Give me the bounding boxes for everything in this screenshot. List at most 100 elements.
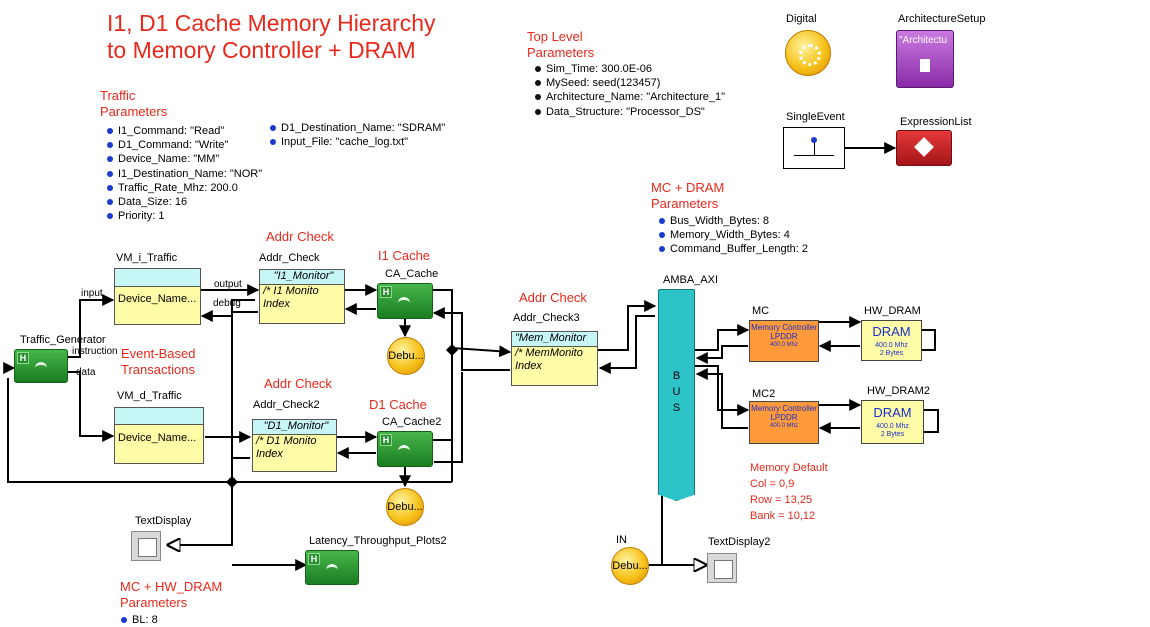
block-header (115, 408, 203, 425)
in-label: IN (616, 534, 627, 546)
amba-bus-block[interactable]: B U S (658, 289, 695, 501)
bus-letter: S (672, 402, 681, 414)
block-header: "I1_Monitor" (260, 270, 344, 285)
param-item[interactable]: BL: 8 (120, 613, 158, 627)
traffic-generator-block[interactable]: H (14, 349, 68, 383)
vm-i-traffic-block[interactable]: Device_Name... (114, 268, 201, 325)
latency-plots-block[interactable]: H (305, 550, 359, 585)
param-item[interactable]: D1_Command: "Write" (106, 138, 262, 152)
addr-check-group-label: Addr Check (264, 376, 332, 391)
text-display-icon[interactable] (131, 531, 161, 561)
addr-check3-block[interactable]: "Mem_Monitor /* MemMonito Index (511, 331, 598, 386)
addr-check2-label: Addr_Check2 (253, 399, 320, 411)
debug-output-icon[interactable]: Debu... (387, 337, 425, 375)
heading-line: Parameters (651, 196, 719, 211)
block-header (115, 269, 200, 287)
dram-block[interactable]: DRAM 400.0 Mhz 2 Bytes (861, 320, 922, 361)
latency-plots-label: Latency_Throughput_Plots2 (309, 535, 447, 547)
memory-controller-block[interactable]: Memory Controller LPDDR 400.0 Mhz (749, 401, 819, 444)
addr-check-group-label: Addr Check (519, 290, 587, 305)
top-level-params-list: Sim_Time: 300.0E-06 MySeed: seed(123457)… (534, 62, 725, 119)
dram-text: 2 Bytes (880, 431, 905, 438)
dram-text: 400.0 Mhz (876, 423, 909, 430)
hierarchy-icon: H (380, 434, 392, 446)
heading-line: Traffic (100, 88, 136, 103)
mc2-label: MC2 (752, 388, 776, 400)
d1-cache-group-label: D1 Cache (369, 397, 427, 412)
title-line-2: to Memory Controller + DRAM (107, 37, 416, 63)
heading-line: MC + HW_DRAM (120, 579, 223, 594)
traffic-params-list-2: D1_Destination_Name: "SDRAM" Input_File:… (269, 121, 445, 149)
dram-text: 2 Bytes (879, 350, 904, 357)
dram-block[interactable]: DRAM 400.0 Mhz 2 Bytes (861, 400, 924, 444)
ca-cache-block[interactable]: H (377, 283, 433, 319)
param-item[interactable]: I1_Destination_Name: "NOR" (106, 167, 262, 181)
block-text: Index (515, 360, 542, 372)
bus-letters: B U S (659, 368, 694, 416)
addr-check2-block[interactable]: "D1_Monitor" /* D1 Monito Index (252, 419, 337, 472)
arrow-icon (35, 362, 47, 373)
text-display2-icon[interactable] (707, 553, 737, 583)
addr-check-block[interactable]: "I1_Monitor" /* I1 Monito Index (259, 269, 345, 324)
arrow-icon (326, 564, 338, 575)
heading-line: Event-Based (121, 346, 196, 361)
heading-line: Parameters (120, 595, 188, 610)
param-item[interactable]: Command_Buffer_Length: 2 (658, 242, 808, 256)
bus-letter: B (672, 370, 681, 382)
block-text: Device_Name... (118, 293, 197, 305)
mc-hw-dram-params-list: BL: 8 (120, 613, 158, 627)
memory-default-text: Memory Default Col = 0,9 Row = 13,25 Ban… (750, 460, 828, 524)
single-event-icon[interactable] (783, 127, 845, 169)
event-based-label: Event-Based Transactions (121, 346, 195, 378)
block-text: /* I1 Monito (263, 285, 319, 297)
param-item[interactable]: Data_Structure: "Processor_DS" (534, 105, 725, 119)
amba-axi-label: AMBA_AXI (663, 274, 719, 286)
expression-list-icon[interactable] (896, 130, 952, 166)
mc-text: 400.0 Mhz (769, 423, 799, 429)
debug-output-icon[interactable]: Debu... (386, 488, 424, 526)
memory-default-line: Col = 0,9 (750, 478, 795, 490)
port-label: data (76, 367, 96, 378)
param-item[interactable]: MySeed: seed(123457) (534, 76, 725, 90)
param-item[interactable]: Bus_Width_Bytes: 8 (658, 214, 808, 228)
param-item[interactable]: D1_Destination_Name: "SDRAM" (269, 121, 445, 135)
hierarchy-icon: H (308, 553, 320, 565)
param-item[interactable]: Input_File: "cache_log.txt" (269, 135, 445, 149)
block-text: /* MemMonito (515, 347, 583, 359)
expression-list-label: ExpressionList (900, 116, 972, 128)
vm-d-traffic-block[interactable]: Device_Name... (114, 407, 204, 464)
param-item[interactable]: Architecture_Name: "Architecture_1" (534, 90, 725, 104)
param-item[interactable]: I1_Command: "Read" (106, 124, 262, 138)
architecture-setup-icon[interactable]: "Architectu (896, 30, 954, 88)
param-item[interactable]: Device_Name: "MM" (106, 152, 262, 166)
mc-dram-params-heading: MC + DRAM Parameters (651, 180, 724, 212)
mc-text: Memory Controller (751, 323, 817, 332)
debug-output-icon[interactable]: Debu... (611, 547, 649, 585)
param-item[interactable]: Priority: 1 (106, 209, 262, 223)
port-label: output (214, 279, 242, 290)
single-event-label: SingleEvent (786, 111, 845, 123)
block-header: "Mem_Monitor (512, 332, 597, 347)
mc-hw-dram-params-heading: MC + HW_DRAM Parameters (120, 579, 222, 611)
param-item[interactable]: Memory_Width_Bytes: 4 (658, 228, 808, 242)
heading-line: MC + DRAM (651, 180, 725, 195)
block-header: "D1_Monitor" (253, 420, 336, 435)
memory-controller-block[interactable]: Memory Controller LPDDR 400.0 Mhz (749, 320, 819, 362)
hw-dram-label: HW_DRAM (864, 305, 921, 317)
digital-gear-icon[interactable] (785, 30, 831, 76)
port-label: instruction (72, 346, 118, 357)
heading-line: Parameters (527, 45, 595, 60)
traffic-generator-label: Traffic_Generator (20, 334, 106, 346)
param-item[interactable]: Data_Size: 16 (106, 195, 262, 209)
mc-label: MC (752, 305, 770, 317)
param-item[interactable]: Sim_Time: 300.0E-06 (534, 62, 725, 76)
memory-default-heading: Memory Default (750, 462, 828, 474)
architecture-setup-label: ArchitectureSetup (898, 13, 986, 25)
port-label: input (81, 288, 103, 299)
ca-cache2-block[interactable]: H (377, 431, 433, 467)
text-display-label: TextDisplay (135, 515, 192, 527)
block-text: /* D1 Monito (256, 435, 317, 447)
memory-default-line: Row = 13,25 (750, 494, 813, 506)
param-item[interactable]: Traffic_Rate_Mhz: 200.0 (106, 181, 262, 195)
